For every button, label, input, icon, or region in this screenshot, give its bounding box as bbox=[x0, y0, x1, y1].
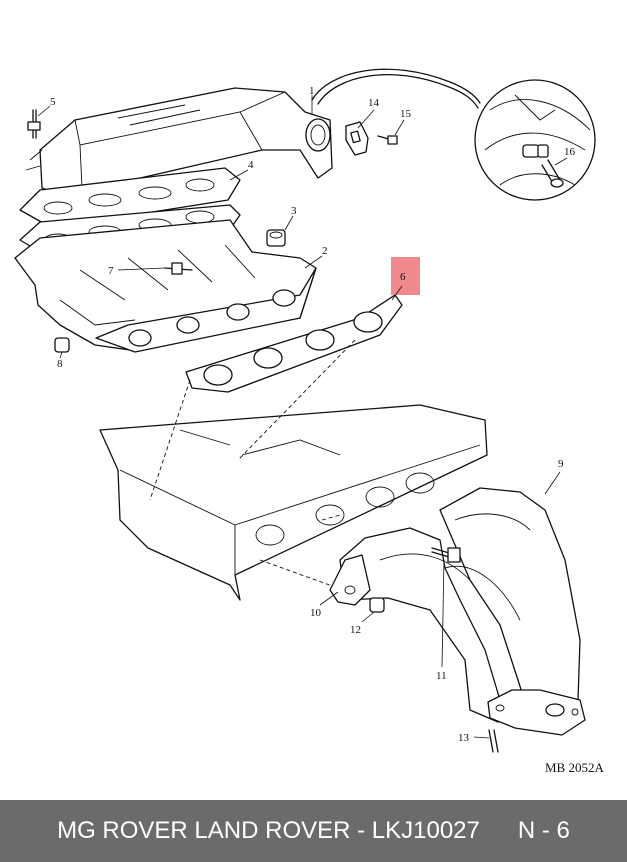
part-6-highlight bbox=[391, 257, 420, 295]
callout-15: 15 bbox=[400, 108, 412, 120]
callout-12: 12 bbox=[350, 624, 361, 636]
callout-7: 7 bbox=[108, 265, 114, 277]
pipe-fitting-16 bbox=[522, 144, 564, 188]
footer-page: N - 6 bbox=[517, 817, 570, 844]
callout-2: 2 bbox=[322, 245, 328, 257]
intake-manifold-2 bbox=[14, 219, 317, 353]
drawing-reference: MB 2052A bbox=[545, 760, 604, 775]
callout-8: 8 bbox=[57, 358, 63, 370]
nut-8 bbox=[54, 337, 70, 353]
exploded-parts-diagram: 1 2 3 4 5 6 7 8 9 10 11 12 13 14 15 16 bbox=[14, 68, 596, 753]
callout-13: 13 bbox=[458, 732, 470, 744]
footer-title: MG ROVER LAND ROVER - LKJ10027 bbox=[57, 817, 480, 844]
footer-bar: MG ROVER LAND ROVER - LKJ10027 N - 6 bbox=[0, 800, 627, 862]
manifold-gasket-6 bbox=[185, 294, 403, 393]
stud-11 bbox=[431, 547, 461, 563]
callout-6: 6 bbox=[400, 271, 406, 283]
alignment-line bbox=[149, 379, 191, 501]
vacuum-hose bbox=[311, 68, 481, 104]
leader-lines bbox=[37, 95, 568, 739]
callout-11: 11 bbox=[436, 670, 447, 682]
detail-inset bbox=[474, 79, 596, 201]
callout-5: 5 bbox=[50, 96, 56, 108]
nut-3 bbox=[266, 229, 286, 247]
exhaust-manifold-9 bbox=[339, 487, 586, 736]
bolt-15 bbox=[377, 135, 398, 145]
cylinder-head bbox=[99, 404, 488, 601]
callout-1: 1 bbox=[309, 85, 315, 97]
bolt-5 bbox=[27, 109, 41, 139]
stud-13 bbox=[488, 729, 499, 753]
nut-12 bbox=[369, 597, 385, 613]
flange-10 bbox=[329, 554, 371, 606]
callout-10: 10 bbox=[310, 607, 322, 619]
callout-9: 9 bbox=[558, 458, 564, 470]
callout-4: 4 bbox=[248, 159, 254, 171]
bracket-14 bbox=[345, 121, 369, 156]
callout-14: 14 bbox=[368, 97, 380, 109]
callout-3: 3 bbox=[291, 205, 297, 217]
callout-16: 16 bbox=[564, 146, 576, 158]
stud-7 bbox=[164, 262, 193, 275]
